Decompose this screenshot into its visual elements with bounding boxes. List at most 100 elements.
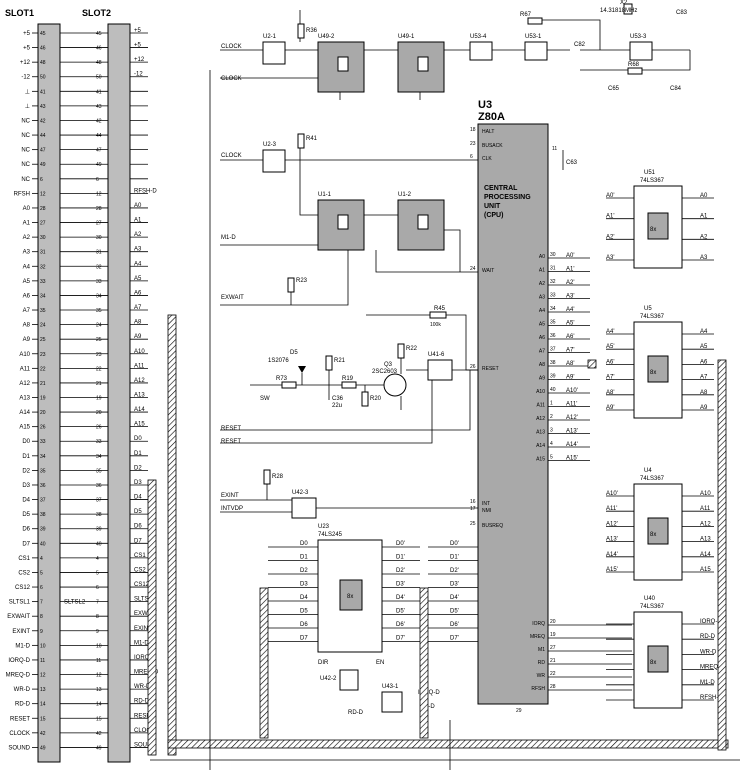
resistor-r36 xyxy=(297,23,305,39)
u2-3-label: U2-3 xyxy=(263,142,277,148)
slot1-pin: 6 xyxy=(40,585,43,591)
slot1-signal: A13 xyxy=(19,396,30,402)
slot2-signal: A1 xyxy=(134,218,142,224)
buffer-out-label: A4 xyxy=(700,329,708,335)
buffer-part: 74LS367 xyxy=(640,604,665,610)
bus-cables xyxy=(147,70,740,770)
slot2-signal: +12 xyxy=(134,57,145,63)
slot2-signal: D3 xyxy=(134,480,142,486)
right-bus-cable xyxy=(717,359,727,751)
buffer-out-label: A3 xyxy=(700,255,708,261)
cpu-addr-bus xyxy=(587,359,597,369)
slot2-pin: 12 xyxy=(96,673,102,679)
slot1-signal: A2 xyxy=(23,235,31,241)
buffer-out-label: WR-D xyxy=(700,649,717,655)
slot2-pin: 30 xyxy=(96,235,102,241)
slot1-signal: A6 xyxy=(23,293,31,299)
u23-a-label: D5 xyxy=(300,609,308,615)
slot1-signal: A8 xyxy=(23,323,31,329)
buffer-in-label: A12' xyxy=(606,521,618,527)
cpu-addr-pin-num: 30 xyxy=(550,252,556,258)
slot1-signal: +12 xyxy=(20,60,31,66)
gate-u42-3 xyxy=(291,497,317,519)
u23-a-label: D7 xyxy=(300,636,308,642)
slot2-pin: 27 xyxy=(96,221,102,227)
buffer-out-label: A14 xyxy=(700,552,711,558)
slot2-signal: A7 xyxy=(134,305,142,311)
cpu-ctrl-pin-name: IORQ xyxy=(532,621,545,627)
q3-label: Q3 xyxy=(384,362,393,368)
slot2-pin: 39 xyxy=(96,527,102,533)
slot1-pin: 48 xyxy=(40,60,46,66)
slot1-signal: EXWAIT xyxy=(7,614,30,620)
cpu-pin-group: HALT18BUSACK23CLK6WAIT24RESET26NMI17INT1… xyxy=(470,127,632,714)
slot2-pin: 21 xyxy=(96,381,102,387)
slot1-signal: A10 xyxy=(19,352,30,358)
resistor-r28 xyxy=(263,469,271,485)
cpu-ref: U3 xyxy=(478,99,492,111)
slot1-signal: A15 xyxy=(19,425,30,431)
cpu-addr-pin-name: A5 xyxy=(539,322,545,328)
slot1-pin: 34 xyxy=(40,293,46,299)
slot2-signal: EXINT xyxy=(134,626,152,632)
slot2-signal: A8 xyxy=(134,320,142,326)
cpu-addr-net: A13' xyxy=(566,429,578,435)
slot1-signal: M1-D xyxy=(15,643,30,649)
u23-b-bus-label: D1' xyxy=(450,555,459,561)
resistor-r23 xyxy=(287,277,295,293)
slot1-signal: A11 xyxy=(20,366,31,372)
cpu-addr-pin-num: 1 xyxy=(550,401,553,407)
slot2-signal: D2 xyxy=(134,465,142,471)
buffer-size: 8x xyxy=(650,370,656,376)
cpu-left-pin-num: 24 xyxy=(470,266,476,272)
u43-1-label: U43-1 xyxy=(382,684,399,690)
c84-label: C84 xyxy=(670,86,682,92)
slot1-signal: MREQ-D xyxy=(6,673,31,679)
cpu-left-pin-name: WAIT xyxy=(482,268,494,274)
slot1-signal: D6 xyxy=(22,527,30,533)
cpu-ctrl-pin-name: MREQ xyxy=(530,634,545,640)
cpu-ctrl-pin-num: 27 xyxy=(550,645,556,651)
slot2-connector xyxy=(107,23,131,763)
slot1-pin: 20 xyxy=(40,410,46,416)
slot1-pin: 44 xyxy=(40,133,46,139)
slot1-pin: 21 xyxy=(40,381,46,387)
slot2-pin: 36 xyxy=(96,483,102,489)
r20-label: R20 xyxy=(370,396,382,402)
u23-a-label: D3 xyxy=(300,582,308,588)
buffer-core xyxy=(647,212,669,240)
r45-value: 100k xyxy=(430,322,441,328)
gate-u53-1 xyxy=(524,41,548,61)
cpu-addr-pin-num: 36 xyxy=(550,333,556,339)
cpu-addr-pin-name: A0 xyxy=(539,254,545,260)
slot1-pin: 41 xyxy=(40,89,46,95)
slot1-signal: NC xyxy=(21,177,30,183)
buffer-in-label: A11' xyxy=(606,506,617,512)
u23-core xyxy=(339,579,363,611)
buffer-in-label: A3' xyxy=(606,255,614,261)
slot2-signal: A5 xyxy=(134,276,142,282)
gate-u41-6 xyxy=(427,359,453,381)
buffer-out-label: A13 xyxy=(700,537,711,543)
r28-label: R28 xyxy=(272,474,284,480)
slot2-pin: 6 xyxy=(96,585,99,591)
u23-a-label: D1 xyxy=(300,555,308,561)
u49-2-label: U49-2 xyxy=(318,34,335,40)
u53-3-label: U53-3 xyxy=(630,34,647,40)
left-net-label: CLOCK xyxy=(221,76,242,82)
buffer-part: 74LS367 xyxy=(640,476,665,482)
bottom-gates: U42-2 U43-1 RD-D M1-D IORQ-D xyxy=(320,669,440,716)
slot2-signal: CS12 xyxy=(134,582,150,588)
resistor-r41 xyxy=(297,133,305,149)
cpu-left-pin-name: NMI xyxy=(482,508,491,514)
cpu-addr-pin-num: 32 xyxy=(550,279,556,285)
u23-b-bus-label: D7' xyxy=(450,636,459,642)
u23-a-bus xyxy=(259,587,269,739)
slot2-pin: 34 xyxy=(96,454,102,460)
buffer-out-label: A5 xyxy=(700,344,708,350)
u49-1-label: U49-1 xyxy=(398,34,415,40)
slot1-pin: 28 xyxy=(40,206,46,212)
cpu-addr-pin-num: 3 xyxy=(550,428,553,434)
